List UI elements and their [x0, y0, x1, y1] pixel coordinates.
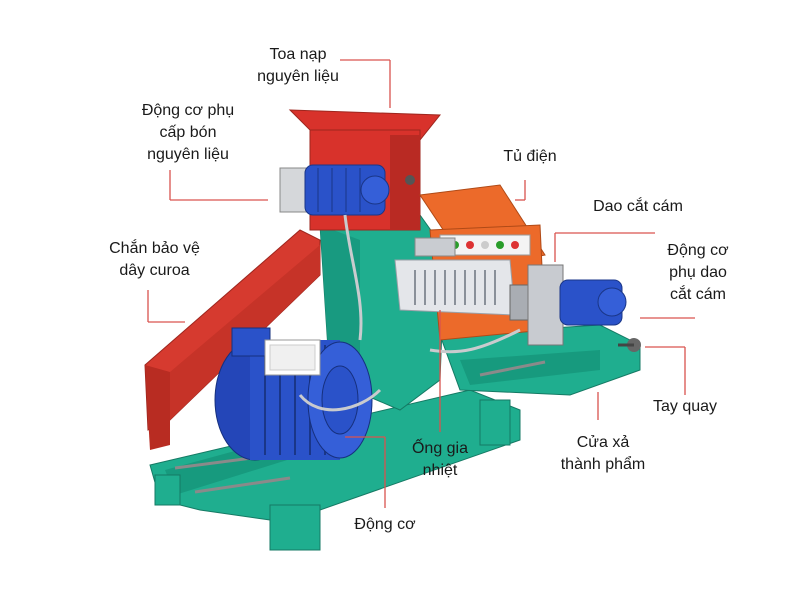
label-crank-line-1: Tay quay: [652, 398, 718, 415]
label-belt-guard-line-2: dây curoa: [119, 262, 190, 279]
label-belt-guard-line-1: Chắn bảo vệ: [109, 240, 200, 257]
label-cutter-line-1: Dao cắt cám: [593, 198, 683, 215]
label-feeder-motor-line-2: cấp bón: [159, 124, 217, 141]
label-belt-guard: Chắn bảo vệ dây curoa: [92, 238, 217, 282]
leader-lines: [147, 59, 695, 508]
label-control-box: Tủ điện: [495, 146, 565, 168]
label-heater-tube-line-1: Ống gia: [411, 440, 469, 457]
label-outlet-line-1: Cửa xả: [576, 434, 630, 451]
label-hopper: Toa nạp nguyên liệu: [233, 44, 363, 88]
label-feeder-motor-line-1: Động cơ phụ: [141, 102, 235, 119]
label-heater-tube: Ống gia nhiệt: [400, 438, 480, 482]
label-feeder-motor: Động cơ phụ cấp bón nguyên liệu: [108, 100, 268, 166]
label-outlet-line-2: thành phẩm: [560, 456, 646, 473]
label-main-motor-line-1: Động cơ: [354, 516, 416, 533]
label-cutter-motor-line-1: Động cơ: [667, 242, 729, 259]
cables: [298, 214, 521, 412]
label-heater-tube-line-2: nhiệt: [422, 462, 458, 479]
cutter-assembly-shape: [509, 264, 641, 352]
heater-tube-shape: [394, 237, 516, 316]
label-cutter-motor-line-3: cắt cám: [669, 286, 726, 303]
label-cutter-motor: Động cơ phụ dao cắt cám: [648, 240, 748, 306]
main-motor-shape: [214, 327, 373, 461]
label-hopper-line-1: Toa nạp: [269, 46, 327, 63]
label-outlet: Cửa xả thành phẩm: [548, 432, 658, 476]
label-main-motor: Động cơ: [335, 514, 435, 536]
label-cutter: Dao cắt cám: [583, 196, 693, 218]
label-control-box-line-1: Tủ điện: [503, 148, 557, 165]
base-frame: [149, 214, 641, 551]
label-hopper-line-2: nguyên liệu: [257, 68, 339, 85]
label-cutter-motor-line-2: phụ dao: [669, 264, 727, 281]
feeder-motor-shape: [279, 164, 390, 216]
label-crank: Tay quay: [640, 396, 730, 418]
label-feeder-motor-line-3: nguyên liệu: [147, 146, 229, 163]
